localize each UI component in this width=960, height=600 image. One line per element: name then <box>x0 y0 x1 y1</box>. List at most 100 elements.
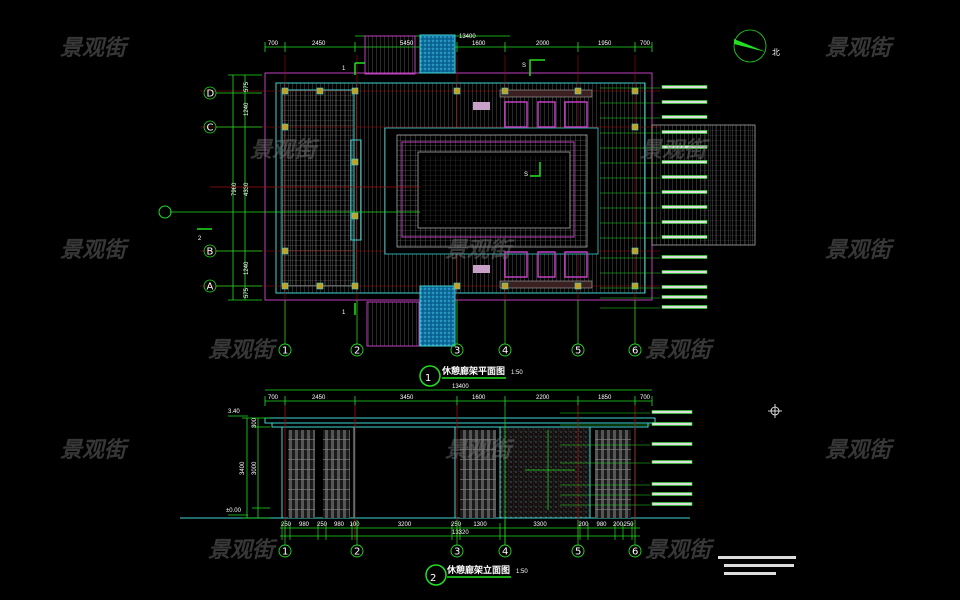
column-axis-bubble: 6 <box>628 300 642 357</box>
plan-title-number: 1 <box>425 373 431 384</box>
elevation-scale: 1:50 <box>516 569 528 575</box>
watermark: 景观街 <box>825 438 895 463</box>
water-channel-top <box>419 34 456 74</box>
stone-wall <box>499 426 591 519</box>
dim-label: 575 <box>244 81 250 92</box>
column-axis-label: 1 <box>282 547 288 558</box>
annotation-text <box>661 285 708 289</box>
column-axis-bubble: 2 <box>350 520 364 558</box>
annotation-text <box>661 190 708 194</box>
dim-label: 4330 <box>244 182 250 196</box>
column-post <box>574 282 582 290</box>
column-axis-label: 2 <box>354 547 360 558</box>
column-axis-label: 3 <box>454 346 460 357</box>
annotation-text <box>651 460 693 464</box>
dim-label: 1850 <box>598 395 612 401</box>
column-post <box>631 87 639 95</box>
dim-label: 3000 <box>252 461 258 475</box>
elevation-title: 休憩廊架立面图 <box>446 564 510 576</box>
dim-total: 13400 <box>452 384 469 390</box>
dim-label: 250 <box>451 522 462 528</box>
column-post <box>453 282 461 290</box>
elevation-view: 13400 700 2450 3450 1600 2200 1850 700 <box>180 384 693 586</box>
column-axis-label: 1 <box>282 346 288 357</box>
lamp-marker <box>473 102 490 110</box>
annotation-text <box>661 130 708 134</box>
dim-label: 250 <box>317 522 328 528</box>
dim-label: 3300 <box>533 522 547 528</box>
column-post <box>453 87 461 95</box>
dim-label: 2450 <box>312 395 326 401</box>
column-post <box>351 282 359 290</box>
dim-label: 1600 <box>472 41 486 47</box>
annotation-text <box>651 442 693 446</box>
lattice-panel <box>460 430 496 518</box>
dim-total: 13400 <box>459 34 476 40</box>
annotation-text <box>661 175 708 179</box>
column-axis-bubble: 3 <box>450 520 464 558</box>
dim-label: 3400 <box>240 461 246 475</box>
lattice-panel <box>288 430 315 518</box>
annotation-text <box>651 492 693 496</box>
row-axis-bubble: D <box>203 86 262 100</box>
annotation-text <box>661 160 708 164</box>
dim-label: 250 <box>281 522 292 528</box>
annotation-text <box>651 502 693 506</box>
level-mark: ±0.00 <box>226 508 242 514</box>
section-mark-label: S <box>522 63 526 69</box>
annotation-text <box>661 85 708 89</box>
dim-total: 13320 <box>452 530 469 536</box>
column-post <box>501 87 509 95</box>
dim-label: 700 <box>268 41 279 47</box>
dim-label: 250 <box>623 522 634 528</box>
annotation-text <box>661 270 708 274</box>
dim-label: 1240 <box>244 102 250 116</box>
lattice-panel <box>323 430 350 518</box>
watermark: 景观街 <box>825 238 895 263</box>
left-bay <box>281 89 355 287</box>
dim-label: 5450 <box>400 41 414 47</box>
dim-label: 575 <box>244 287 250 298</box>
column-axis-label: 3 <box>454 547 460 558</box>
planter-strip <box>350 139 362 241</box>
detail-callout[interactable] <box>158 205 172 219</box>
annotation-text <box>661 145 708 149</box>
dim-label: 700 <box>640 395 651 401</box>
annotation-text <box>651 422 693 426</box>
column-post <box>501 282 509 290</box>
column-axis-label: 4 <box>502 547 508 558</box>
column-post <box>631 282 639 290</box>
watermark: 景观街 <box>208 338 278 363</box>
watermark: 景观街 <box>445 438 515 463</box>
row-axis-bubble: B <box>203 244 262 258</box>
dim-label: 2450 <box>312 41 326 47</box>
annotation-text <box>651 482 693 486</box>
level-mark: 3.40 <box>228 409 240 415</box>
steps-bottom <box>366 301 420 347</box>
column-axis-bubble: 2 <box>350 300 364 357</box>
section-marks <box>197 59 545 315</box>
column-post <box>281 123 289 131</box>
annotation-text <box>661 235 708 239</box>
plan-view: 700 2450 5450 1600 2000 1950 700 13400 D… <box>158 34 756 387</box>
column-post <box>351 87 359 95</box>
elevation-title-number: 2 <box>430 573 436 584</box>
watermark: 景观街 <box>640 138 710 163</box>
crosshair-cursor <box>768 404 782 418</box>
steps-top <box>364 35 416 75</box>
dim-label: 700 <box>268 395 279 401</box>
section-mark-label: 1 <box>342 310 346 316</box>
column-axis-label: 6 <box>632 547 638 558</box>
dim-label: 3450 <box>400 395 414 401</box>
dim-label: 200 <box>613 522 624 528</box>
dim-label: 200 <box>578 522 589 528</box>
dim-total: 7960 <box>232 182 238 196</box>
column-axis-bubble: 5 <box>571 300 585 357</box>
dim-label: 100 <box>349 522 360 528</box>
annotation-text <box>661 220 708 224</box>
beam-top <box>499 89 593 98</box>
notes-block <box>718 556 796 575</box>
annotation-text <box>661 305 708 309</box>
